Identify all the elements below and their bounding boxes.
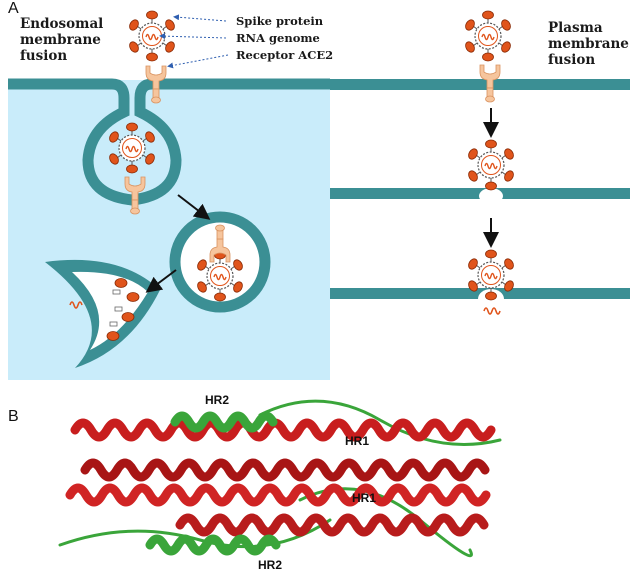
hr1-top-label: HR1 [345, 434, 370, 448]
hr2-bottom-label: HR2 [258, 558, 283, 572]
panel-a-letter: A [8, 0, 19, 17]
plasma-membrane-top [330, 79, 630, 90]
hr1-middle-label: HR1 [352, 491, 377, 505]
protein-structure [58, 399, 502, 558]
endosomal-fusion-title: Endosomal membrane fusion [20, 16, 104, 64]
released-rna-icon [483, 307, 501, 315]
panel-b-letter: B [8, 408, 19, 425]
released-rna-icon [69, 301, 83, 309]
virus-icon [466, 139, 516, 191]
membrane-pore-1 [479, 188, 503, 204]
legend-spike-protein: Spike protein [236, 14, 324, 28]
fused-spikes [106, 278, 140, 341]
hr2-top-label: HR2 [205, 393, 230, 407]
plasma-fusion-title: Plasma membrane fusion [548, 20, 629, 68]
legend-rna-genome: RNA genome [236, 31, 320, 45]
arrow-icon [177, 194, 211, 220]
plasma-membrane-bottom [330, 288, 630, 299]
arrow-icon [145, 269, 177, 293]
virus-icon [463, 10, 513, 62]
legend-receptor-ace2: Receptor ACE2 [236, 48, 334, 62]
cytoplasm-area [8, 80, 330, 380]
